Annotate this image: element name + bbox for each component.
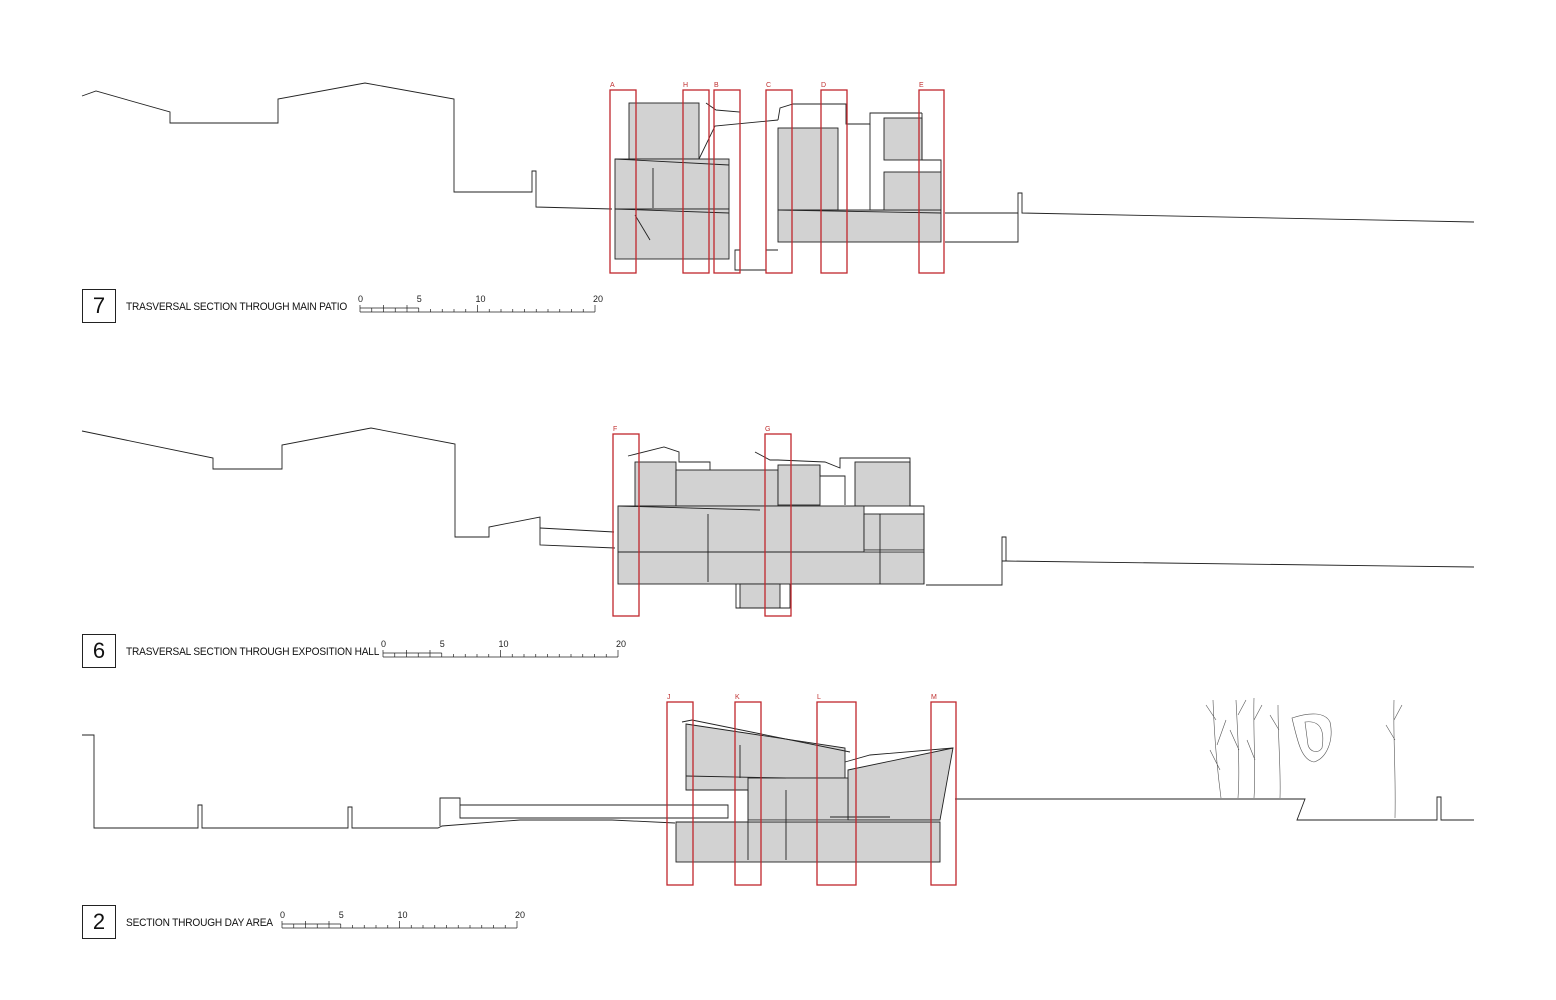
section-marker-label-l: L	[817, 694, 821, 701]
scale-label: 5	[339, 910, 344, 920]
section-marker-j	[666, 701, 694, 886]
section-7-number: 7	[82, 289, 116, 323]
section-2-building-lines	[676, 719, 954, 860]
scale-label: 10	[476, 294, 486, 304]
section-marker-label-k: K	[735, 694, 740, 701]
section-6-number: 6	[82, 634, 116, 668]
section-6-courtyard	[926, 536, 1007, 586]
section-7-building-lines	[614, 102, 942, 271]
scale-label: 10	[398, 910, 408, 920]
scale-bar-section-6: 0 5 10 20	[381, 639, 626, 658]
section-marker-label-d: D	[821, 82, 826, 89]
section-2-title: SECTION THROUGH DAY AREA	[126, 917, 273, 929]
section-2-number: 2	[82, 905, 116, 939]
section-marker-label-f: F	[613, 426, 617, 433]
section-6-terrain-left	[81, 427, 616, 549]
section-marker-f	[612, 433, 640, 617]
section-marker-a	[609, 89, 637, 274]
section-2-drawing	[82, 697, 1474, 863]
section-marker-label-b: B	[714, 82, 719, 89]
section-7-courtyard	[945, 213, 1019, 243]
scale-label: 0	[381, 639, 386, 649]
scale-label: 10	[499, 639, 509, 649]
scale-label: 20	[616, 639, 626, 649]
section-7-drawing	[81, 82, 1475, 271]
section-marker-m	[930, 701, 957, 886]
section-marker-l	[816, 701, 857, 886]
section-marker-label-c: C	[766, 82, 771, 89]
section-2-platform	[439, 797, 729, 826]
section-7-terrain-left	[81, 82, 613, 210]
scale-label: 20	[593, 294, 603, 304]
section-2-terrain-right	[955, 796, 1474, 821]
section-7-building	[614, 102, 942, 260]
section-marker-label-h: H	[683, 82, 688, 89]
section-6-drawing	[81, 427, 1475, 609]
section-marker-label-m: M	[931, 694, 937, 701]
section-2-trees	[1205, 697, 1403, 819]
section-marker-h	[682, 89, 710, 274]
section-marker-label-a: A	[610, 82, 615, 89]
section-6-ramp	[539, 527, 615, 533]
section-6-terrain-right	[1002, 560, 1475, 568]
section-marker-g	[764, 433, 792, 617]
section-marker-label-j: J	[667, 694, 671, 701]
section-marker-label-e: E	[919, 82, 924, 89]
scale-label: 5	[440, 639, 445, 649]
section-marker-label-g: G	[765, 426, 770, 433]
section-marker-d	[820, 89, 848, 274]
section-6-title: TRASVERSAL SECTION THROUGH EXPOSITION HA…	[126, 646, 380, 658]
section-7-title: TRASVERSAL SECTION THROUGH MAIN PATIO	[126, 301, 348, 313]
section-6-building	[617, 461, 925, 609]
scale-bar-section-2: 0 5 10 20	[280, 910, 525, 929]
scale-label: 0	[358, 294, 363, 304]
section-2-terrain-left	[82, 734, 676, 829]
section-marker-c	[765, 89, 793, 274]
section-marker-e	[918, 89, 945, 274]
section-marker-k	[734, 701, 762, 886]
scale-bar-section-7: 0 5 10 20	[358, 294, 603, 313]
scale-label: 0	[280, 910, 285, 920]
scale-label: 5	[417, 294, 422, 304]
section-markers: A H B C D E F G J K L M	[609, 82, 957, 886]
section-marker-b	[713, 89, 741, 274]
scale-label: 20	[515, 910, 525, 920]
section-2-building	[675, 723, 954, 863]
section-7-terrain-right	[945, 192, 1475, 223]
section-6-building-lines	[617, 446, 925, 609]
scale-bars: 0 5 10 20 0 5 10 20 0 5 10 20	[280, 294, 626, 929]
